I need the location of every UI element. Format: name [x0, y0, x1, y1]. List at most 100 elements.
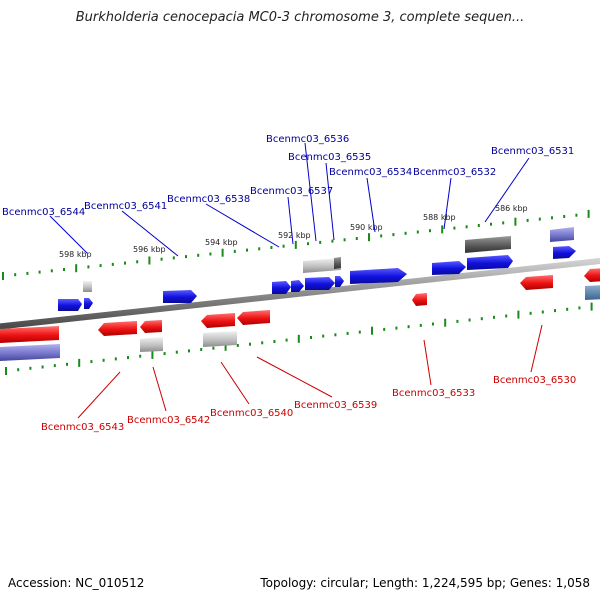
reverse-gene-6530a[interactable] — [520, 275, 553, 290]
tick-mark — [563, 215, 566, 218]
reverse-gene-6543[interactable] — [0, 326, 59, 343]
tick-mark — [139, 354, 142, 358]
tick-mark — [404, 231, 407, 235]
tick-mark — [465, 225, 468, 229]
pseudo-feature[interactable] — [140, 337, 163, 352]
forward-labels: Bcenmc03_6544 Bcenmc03_6541 Bcenmc03_653… — [2, 134, 574, 218]
gene-label-6530[interactable]: Bcenmc03_6530 — [493, 375, 576, 386]
tick-mark — [127, 356, 129, 360]
gene-label-6542[interactable]: Bcenmc03_6542 — [127, 415, 210, 426]
tick-mark — [441, 225, 444, 234]
tick-mark — [14, 273, 17, 277]
tick-mark — [566, 307, 569, 311]
gene-label-6539[interactable]: Bcenmc03_6539 — [294, 400, 377, 411]
tick-mark — [358, 330, 361, 334]
tick-mark — [78, 358, 81, 367]
tick-mark — [319, 240, 322, 244]
forward-gene-6537[interactable] — [305, 277, 335, 290]
forward-gene-6538b[interactable] — [291, 280, 304, 292]
tick-mark — [197, 253, 200, 257]
tick-mark — [590, 302, 593, 311]
tick-mark — [407, 325, 410, 329]
tick-mark — [505, 314, 508, 318]
tick-mark — [90, 360, 93, 364]
tick-mark — [29, 366, 32, 370]
pseudo-feature[interactable] — [203, 331, 237, 347]
tick-mark — [416, 230, 419, 234]
gene-label-6532[interactable]: Bcenmc03_6532 — [413, 167, 496, 178]
reverse-gene-6542b[interactable] — [140, 320, 162, 333]
other-feature[interactable] — [0, 344, 60, 361]
tick-mark — [551, 216, 553, 220]
tick-mark — [5, 367, 7, 375]
kbp-label: 590 kbp — [350, 223, 383, 232]
tick-mark — [490, 222, 492, 226]
forward-gene-6531b[interactable] — [553, 246, 576, 259]
reverse-gene-6540b[interactable] — [237, 310, 270, 325]
forward-gene-6538a[interactable] — [272, 281, 291, 294]
tick-mark — [368, 233, 370, 242]
gene-label-6540[interactable]: Bcenmc03_6540 — [210, 408, 293, 419]
reverse-gene-6542a[interactable] — [98, 321, 137, 336]
other-feature[interactable] — [585, 285, 600, 300]
gene-label-6541[interactable]: Bcenmc03_6541 — [84, 201, 167, 212]
tick-mark — [53, 364, 56, 368]
pseudo-feature[interactable] — [465, 236, 511, 253]
tick-mark — [517, 310, 520, 319]
tick-mark — [297, 334, 300, 343]
tick-mark — [380, 234, 383, 238]
gene-label-6534[interactable]: Bcenmc03_6534 — [329, 167, 412, 178]
tick-mark — [249, 342, 251, 346]
pseudo-feature[interactable] — [303, 258, 341, 273]
reverse-gene-6533[interactable] — [412, 293, 427, 306]
gene-label-6535[interactable]: Bcenmc03_6535 — [288, 152, 371, 163]
forward-genes — [58, 227, 576, 311]
pseudo-feature[interactable] — [334, 257, 341, 269]
forward-gene-6532[interactable] — [432, 261, 466, 275]
gene-label-6536[interactable]: Bcenmc03_6536 — [266, 134, 349, 145]
kbp-label: 596 kbp — [133, 245, 166, 254]
gene-label-6533[interactable]: Bcenmc03_6533 — [392, 388, 475, 399]
reverse-gene-6540a[interactable] — [201, 313, 235, 328]
forward-gene-6541[interactable] — [163, 290, 197, 303]
kbp-label: 586 kbp — [495, 204, 528, 213]
reverse-gene-6530b[interactable] — [584, 268, 600, 282]
tick-mark — [66, 362, 68, 366]
gene-label-6543[interactable]: Bcenmc03_6543 — [41, 422, 124, 433]
tick-mark — [468, 318, 471, 322]
forward-gene-6534[interactable] — [350, 268, 407, 284]
tick-mark — [310, 336, 312, 339]
tick-mark — [282, 244, 285, 248]
forward-gene-6531a[interactable] — [467, 255, 513, 270]
tick-mark — [224, 342, 227, 351]
tick-mark — [148, 256, 151, 265]
gene-label-6538[interactable]: Bcenmc03_6538 — [167, 194, 250, 205]
other-feature[interactable] — [550, 227, 574, 242]
gene-label-6531[interactable]: Bcenmc03_6531 — [491, 146, 574, 157]
forward-gene-6544[interactable] — [58, 299, 82, 311]
reverse-genes — [0, 268, 600, 361]
tick-mark — [502, 221, 505, 225]
gene-label-6544[interactable]: Bcenmc03_6544 — [2, 207, 85, 218]
tick-mark — [114, 357, 117, 361]
tick-mark — [429, 229, 431, 233]
forward-gene-6544b[interactable] — [84, 298, 93, 309]
tick-mark — [233, 249, 236, 253]
tick-mark — [111, 262, 114, 266]
tick-mark — [151, 350, 154, 359]
tick-mark — [419, 323, 422, 327]
gene-label-6537[interactable]: Bcenmc03_6537 — [250, 186, 333, 197]
forward-gene-6536[interactable] — [335, 276, 344, 287]
tick-mark — [261, 341, 264, 345]
tick-mark — [99, 264, 102, 268]
tick-mark — [554, 309, 556, 313]
tick-mark — [209, 252, 212, 256]
tick-mark — [160, 257, 163, 261]
tick-mark — [258, 247, 261, 251]
tick-mark — [294, 240, 297, 249]
tick-mark — [383, 327, 386, 331]
tick-mark — [87, 265, 90, 269]
tick-mark — [41, 365, 44, 369]
pseudo-feature[interactable] — [83, 281, 92, 292]
